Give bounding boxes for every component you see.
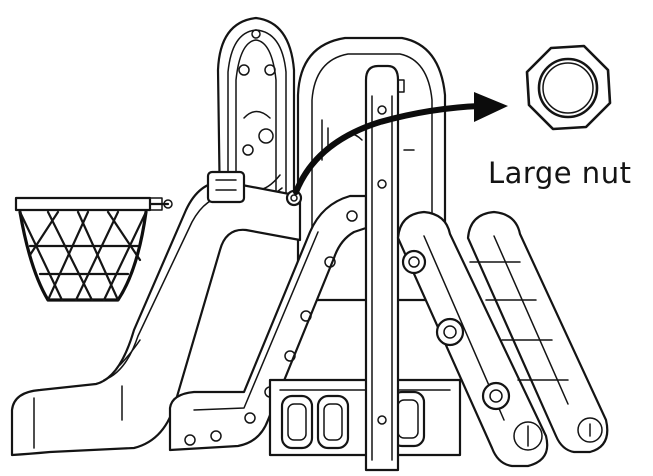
basketball-hoop [14,196,173,302]
hex-nut-icon [525,44,612,131]
step-ladder [396,210,609,468]
callout-arrow [293,92,508,195]
large-nut-label: Large nut [488,156,632,190]
center-post [364,64,400,472]
